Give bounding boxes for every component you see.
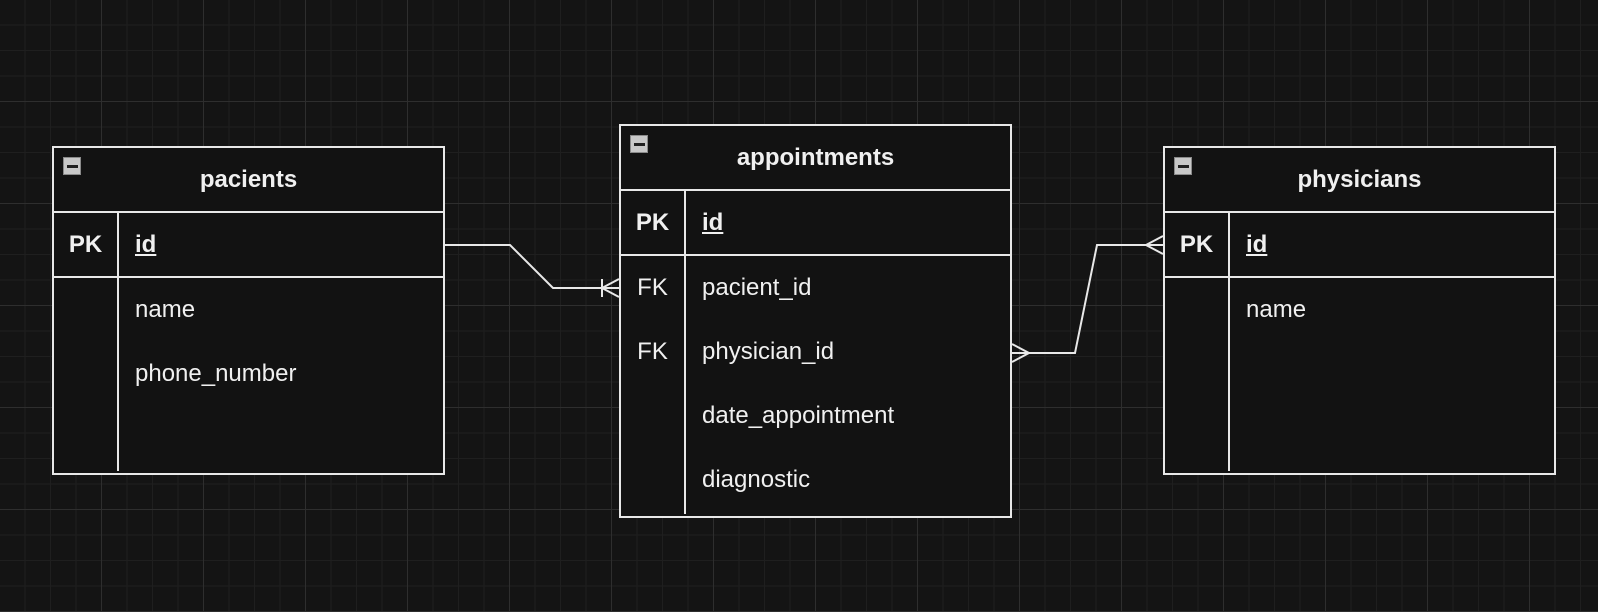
collapse-icon[interactable]	[1174, 157, 1192, 175]
field-name[interactable]: name	[1246, 296, 1307, 323]
key-label	[54, 278, 117, 342]
crowfoot-many-icon	[1011, 343, 1030, 363]
field-name: id	[135, 230, 157, 258]
key-label: PK	[54, 213, 119, 276]
relationship-line-pacients-appointments[interactable]	[445, 244, 619, 289]
key-label: FK	[637, 338, 668, 365]
relationship-line-physicians-appointments[interactable]	[1012, 244, 1163, 354]
collapse-icon[interactable]	[630, 135, 648, 153]
entity-appointments[interactable]: appointments PK id FK FK pacient_id phys…	[619, 124, 1012, 518]
key-column: FK FK	[621, 256, 686, 514]
crowfoot-many-icon	[1145, 235, 1164, 255]
field-name[interactable]: physician_id	[702, 338, 835, 365]
entity-title: physicians	[1297, 165, 1422, 193]
entity-physicians[interactable]: physicians PK id name	[1163, 146, 1556, 475]
field-name[interactable]: name	[135, 296, 196, 323]
pk-row[interactable]: PK id	[621, 191, 1010, 256]
field-name[interactable]: pacient_id	[702, 274, 812, 301]
entity-pacients[interactable]: pacients PK id name phone_number	[52, 146, 445, 475]
entity-header-appointments[interactable]: appointments	[621, 126, 1010, 191]
key-label: FK	[637, 274, 668, 301]
pk-row[interactable]: PK id	[54, 213, 443, 278]
key-column	[1165, 278, 1230, 471]
pk-row[interactable]: PK id	[1165, 213, 1554, 278]
key-label: PK	[1165, 213, 1230, 276]
key-label	[621, 384, 684, 448]
field-name[interactable]: diagnostic	[702, 466, 811, 493]
entity-title: pacients	[199, 165, 298, 193]
key-label	[54, 342, 117, 406]
field-name: id	[1246, 230, 1268, 258]
key-label	[621, 448, 684, 512]
field-name: id	[702, 208, 724, 236]
entity-header-physicians[interactable]: physicians	[1165, 148, 1554, 213]
entity-title: appointments	[736, 143, 895, 171]
crowfoot-one-or-many-icon	[601, 278, 620, 298]
key-column	[54, 278, 119, 471]
entity-header-pacients[interactable]: pacients	[54, 148, 443, 213]
key-label	[1165, 278, 1228, 342]
field-name[interactable]: phone_number	[135, 360, 297, 387]
key-label: PK	[621, 191, 686, 254]
field-name[interactable]: date_appointment	[702, 402, 895, 429]
collapse-icon[interactable]	[63, 157, 81, 175]
